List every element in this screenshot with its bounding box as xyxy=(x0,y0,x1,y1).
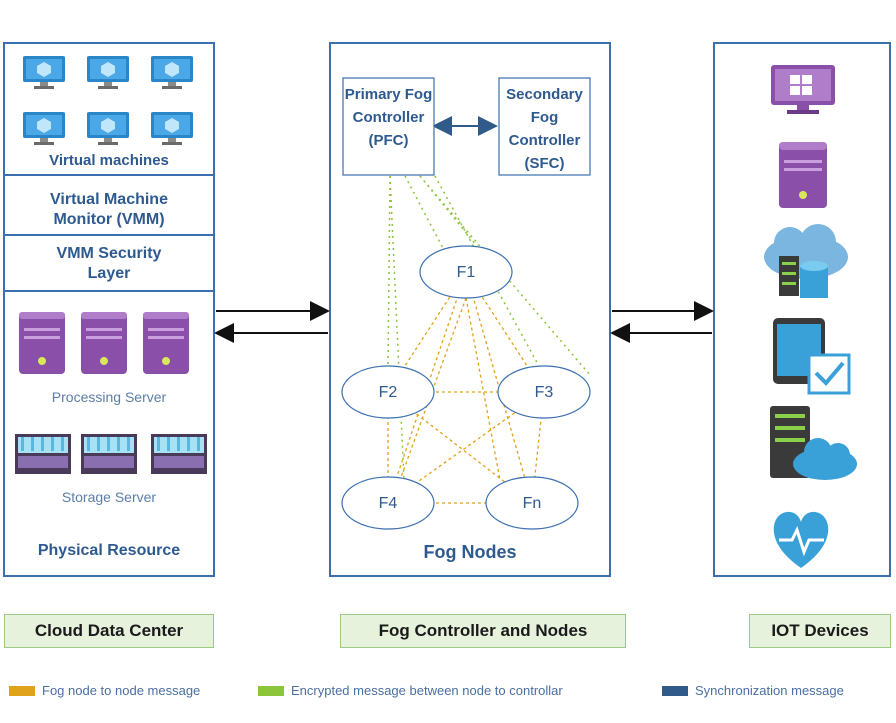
storage-server-icon xyxy=(15,434,71,474)
vm-monitor-icon xyxy=(87,112,129,145)
vm-monitor-icon xyxy=(23,112,65,145)
caption-iot-devices: IOT Devices xyxy=(749,614,891,648)
storage-server-icon xyxy=(151,434,207,474)
divider-vm xyxy=(5,174,213,176)
processing-server-icons xyxy=(19,312,189,374)
tablet-check-icon xyxy=(773,318,851,395)
physical-resource-label: Physical Resource xyxy=(37,542,181,559)
server-tower-icon xyxy=(779,142,827,208)
processing-server-icon xyxy=(19,312,65,374)
health-heart-icon xyxy=(773,511,829,568)
storage-server-icon xyxy=(81,434,137,474)
processing-server-label: Processing Server xyxy=(51,389,167,405)
storage-server-label: Storage Server xyxy=(61,489,157,505)
divider-security xyxy=(5,290,213,292)
pfc-box xyxy=(342,77,435,176)
server-cloud-icon xyxy=(770,406,857,480)
vm-monitor-icon xyxy=(87,56,129,89)
sfc-label: Secondary Fog Controller (SFC) xyxy=(506,86,583,172)
fog-node-f3: F3 xyxy=(534,384,554,401)
legend-swatch-node xyxy=(9,686,35,696)
vm-monitor-icon xyxy=(151,56,193,89)
vm-monitor-icon xyxy=(23,56,65,89)
vmm-label: Virtual Machine Monitor (VMM) xyxy=(50,191,168,228)
vm-icons xyxy=(23,56,193,145)
vmm-security-label: VMM Security Layer xyxy=(56,245,162,282)
iot-panel xyxy=(713,42,891,577)
windows-monitor-icon xyxy=(771,65,835,114)
cloud-data-center-panel: Virtual machines Virtual Machine Monitor… xyxy=(3,42,215,577)
fog-node-ellipse-f2 xyxy=(341,365,435,419)
fog-nodes-title: Fog Nodes xyxy=(423,542,517,562)
processing-server-icon xyxy=(81,312,127,374)
sfc-box xyxy=(498,77,591,176)
legend-label-sync: Synchronization message xyxy=(695,683,844,698)
fog-node-fn: Fn xyxy=(522,495,542,512)
legend-swatch-sync xyxy=(662,686,688,696)
fog-node-f1: F1 xyxy=(456,264,476,281)
divider-vmm xyxy=(5,234,213,236)
legend-swatch-encrypted xyxy=(258,686,284,696)
caption-cloud-data-center: Cloud Data Center xyxy=(4,614,214,648)
fog-connections xyxy=(387,175,591,504)
fog-node-f2: F2 xyxy=(378,384,398,401)
fog-node-ellipse-f4 xyxy=(341,476,435,530)
virtual-machines-label: Virtual machines xyxy=(49,152,169,169)
caption-fog-controller: Fog Controller and Nodes xyxy=(340,614,626,648)
processing-server-icon xyxy=(143,312,189,374)
fog-node-f4: F4 xyxy=(378,495,398,512)
fog-node-ellipse-fn xyxy=(485,476,579,530)
fog-nodes-group xyxy=(341,245,591,530)
fog-node-ellipse-f3 xyxy=(497,365,591,419)
legend-label-node: Fog node to node message xyxy=(42,683,201,698)
fog-node-ellipse-f1 xyxy=(419,245,513,299)
pfc-label: Primary Fog Controller (PFC) xyxy=(344,86,433,149)
cloud-database-icon xyxy=(764,224,848,298)
vm-monitor-icon xyxy=(151,112,193,145)
legend-label-encrypted: Encrypted message between node to contro… xyxy=(291,683,563,698)
storage-server-icons xyxy=(15,434,207,474)
